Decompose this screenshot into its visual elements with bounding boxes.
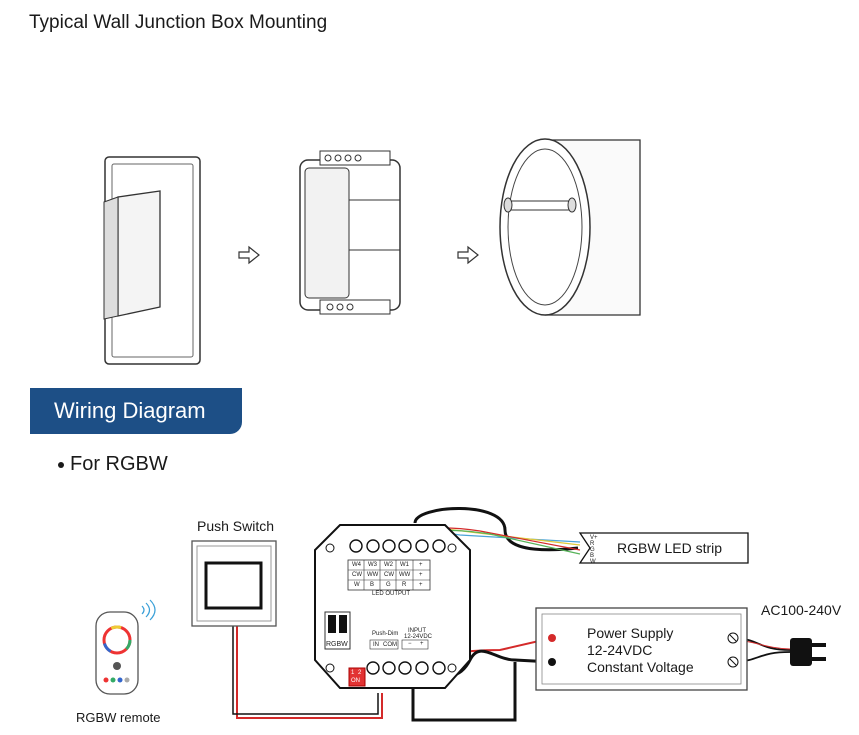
arrow-right-icon [457, 245, 479, 265]
channel-cell: + [419, 582, 423, 588]
remote-label: RGBW remote [76, 710, 161, 725]
input-label: INPUT [408, 628, 426, 634]
section-banner: Wiring Diagram [30, 388, 242, 434]
channel-cell: WW [399, 572, 411, 578]
push-pin-label: IN [373, 642, 379, 648]
led-strip-label: RGBW LED strip [617, 540, 723, 556]
ac-plug-icon [790, 638, 826, 666]
controller-module-drawing [299, 150, 401, 315]
strip-pin-label: W [590, 559, 596, 565]
wire-led-black [413, 507, 579, 552]
top-terminal-screws [349, 539, 446, 553]
wireless-signal-icon [141, 599, 156, 621]
channel-cell: W1 [400, 562, 409, 568]
input-voltage-label: 12-24VDC [404, 634, 433, 640]
strip-pin-label: B [590, 553, 595, 559]
bottom-terminal-screws [366, 661, 446, 675]
strip-pin-label: R [590, 541, 595, 547]
channel-cell: CW [384, 572, 394, 578]
wall-switch-drawing [103, 156, 201, 365]
power-supply-drawing [535, 607, 748, 691]
channel-cell: W [354, 582, 360, 588]
dip-label: 2 [358, 670, 362, 676]
channel-cell: R [402, 582, 407, 588]
junction-box-drawing [499, 138, 641, 316]
power-supply-line3: Constant Voltage [587, 659, 694, 675]
strip-pin-label: V+ [590, 535, 598, 541]
mode-label: RGBW [326, 641, 348, 648]
wire-switch-red [236, 626, 383, 719]
strip-pin-label: G [590, 547, 595, 553]
channel-cell: CW [352, 572, 362, 578]
power-supply-line2: 12-24VDC [587, 642, 653, 658]
channel-cell: W3 [368, 562, 377, 568]
wire-switch-black [232, 626, 379, 715]
channel-cell: B [370, 582, 375, 588]
input-pin-label: + [420, 641, 424, 647]
dip-label: 1 [351, 670, 355, 676]
channel-cell: W4 [352, 562, 361, 568]
power-supply-line1: Power Supply [587, 625, 674, 641]
bullet-text: For RGBW [70, 453, 168, 475]
push-pin-label: COM [383, 642, 397, 648]
push-switch-drawing [191, 540, 277, 627]
led-strip-drawing [578, 532, 749, 564]
remote-drawing [95, 599, 156, 695]
push-dim-label: Push-Dim [372, 631, 399, 637]
arrow-right-icon [238, 245, 260, 265]
bullet-item: For RGBW [58, 453, 168, 476]
channel-cell: G [386, 582, 391, 588]
bullet-dot [58, 461, 64, 468]
push-switch-label: Push Switch [197, 518, 275, 534]
ac-voltage-label: AC100-240V [761, 602, 842, 618]
channel-cell: W2 [384, 562, 393, 568]
channel-cell: + [419, 562, 423, 568]
led-output-label: LED OUTPUT [372, 591, 411, 597]
page-title: Typical Wall Junction Box Mounting [29, 12, 328, 33]
mounting-illustration [103, 138, 641, 365]
input-pin-label: − [408, 641, 412, 647]
channel-cell: WW [367, 572, 379, 578]
controller-drawing [314, 524, 471, 689]
channel-cell: + [419, 572, 423, 578]
dip-label: ON [351, 678, 360, 684]
